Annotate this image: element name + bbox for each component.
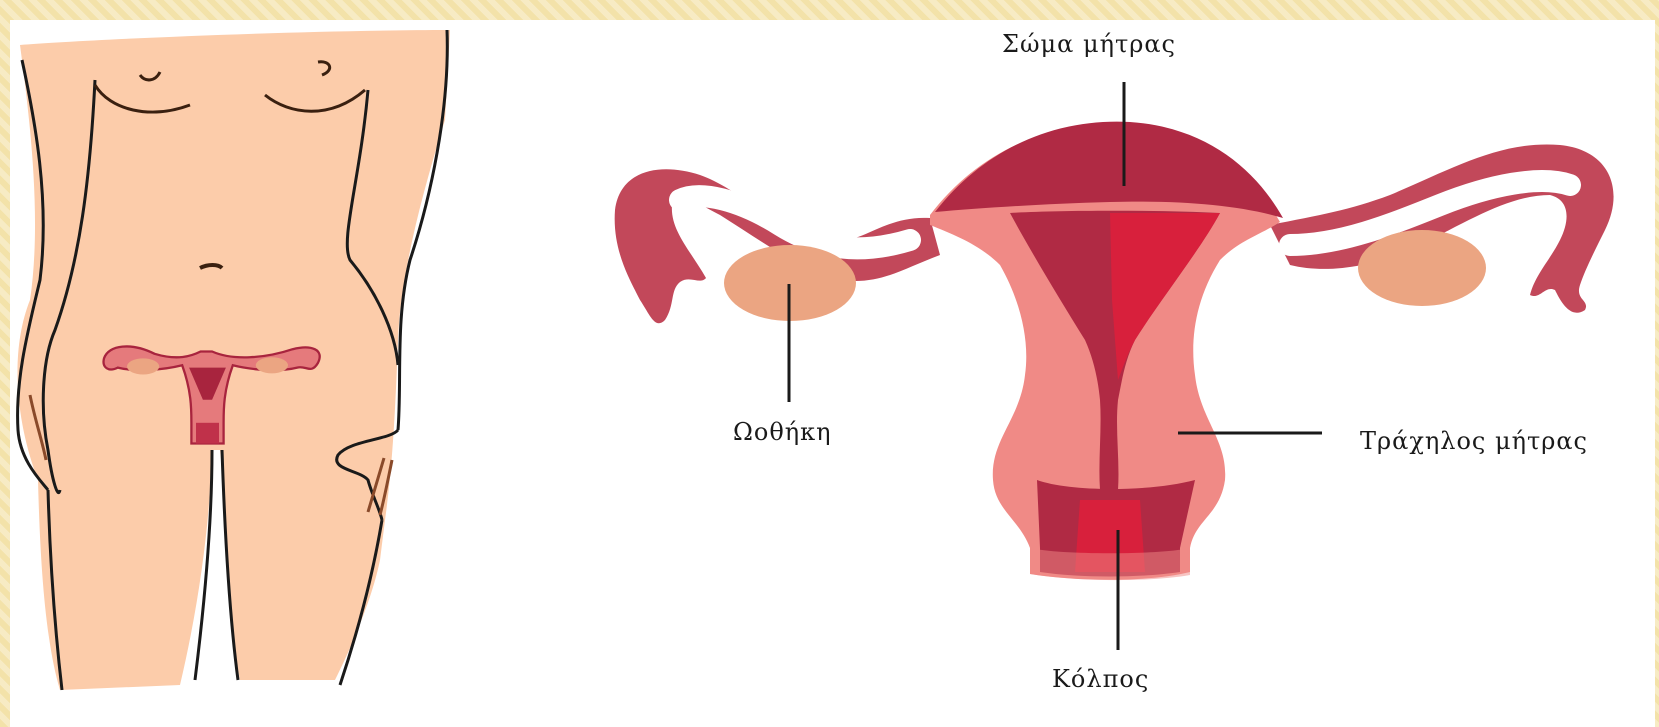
vagina-label: Κόλπος (1052, 665, 1149, 693)
uterus-body-label: Σώμα μήτρας (1002, 30, 1176, 58)
right-ovary (1358, 230, 1486, 306)
torso-figure (18, 30, 450, 690)
ovary-label: Ωοθήκη (733, 418, 832, 446)
cervix-label: Τράχηλος μήτρας (1360, 427, 1588, 455)
uterus-diagram (615, 122, 1614, 580)
left-tube-inner (680, 196, 910, 248)
